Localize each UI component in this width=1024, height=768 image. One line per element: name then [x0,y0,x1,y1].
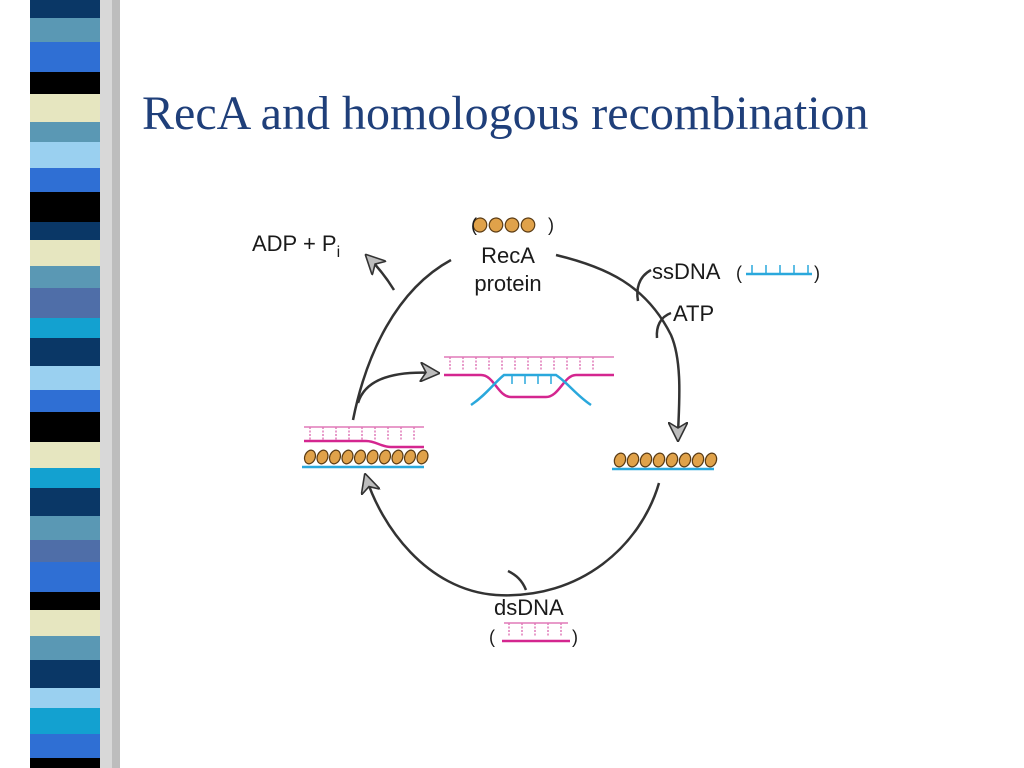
reca-monomer [488,217,504,233]
reca-monomer [378,449,392,465]
stripe-block [30,366,100,391]
stripe-block [30,168,100,193]
reca-paren-open: ( [471,215,477,235]
arc-filament-to-pairing [366,477,661,597]
reca-cycle-diagram: ADP + Pi ( ) RecA protein ssDNA ( ) ATP … [252,215,820,647]
slide-title: RecA and homologous recombination [142,87,869,140]
reca-monomer [391,449,404,465]
stripe-block [30,636,100,661]
stripe-block [30,734,100,759]
reca-protein-label-line2: protein [474,271,541,296]
atp-entry-arrow [655,311,672,339]
stripe-block [30,288,100,319]
stripe-block [30,72,100,95]
reca-monomers [472,217,536,233]
reca-monomer [691,452,705,468]
ssdna-paren-close: ) [814,263,820,283]
reca-monomer [639,452,653,468]
reca-monomer [403,449,417,465]
stripe-block [30,142,100,169]
stripe-block [30,468,100,489]
ssdna-legend-strand [746,265,812,276]
reca-ssdna-filament [612,452,718,471]
dsdna-paren-open: ( [489,627,495,647]
reca-monomer [678,452,692,468]
stripe-block [30,318,100,339]
reca-monomer [626,452,640,468]
stripe-block [30,660,100,689]
dsdna-paren-close: ) [572,627,578,647]
synaptic-complex [302,426,429,469]
stripe-block [30,222,100,241]
arc-reca-to-ssdna [555,253,679,438]
stripe-block [30,18,100,43]
arc-pairing-to-release [351,258,452,421]
arc-to-product [356,373,436,404]
strand-exchange-product [444,356,614,407]
reca-monomer [613,452,627,468]
ssdna-entry-arrow [636,268,652,302]
cycle-arrows [351,253,679,597]
stripe-block [30,42,100,73]
reca-monomer [665,452,679,468]
stripe-block [30,94,100,123]
stripe-block [30,442,100,469]
stripe-block [30,610,100,637]
stripe-block [30,240,100,267]
reca-monomer [704,452,718,468]
stripe-block [30,122,100,143]
decorative-stripe [30,0,120,768]
reca-paren-close: ) [548,215,554,235]
reca-monomer [652,452,666,468]
stripe-block [30,390,100,413]
stripe-block [30,708,100,735]
reca-monomer [520,217,536,233]
reca-monomer [353,449,367,465]
reca-monomer [472,217,488,233]
stripe-block [30,688,100,709]
reca-protein-label-line1: RecA [481,243,535,268]
ssdna-label: ssDNA [652,259,721,284]
stripe-block [30,758,100,768]
stripe-block [30,562,100,593]
dsdna-label: dsDNA [494,595,564,620]
stripe-block [30,412,100,443]
reca-monomer [416,449,429,465]
stripe-block [30,540,100,563]
atp-label: ATP [673,301,714,326]
adp-pi-label: ADP + Pi [252,231,340,261]
reca-monomer [316,449,329,465]
stripe-block [30,192,100,223]
stripe-block [30,592,100,611]
stripe-block [30,266,100,289]
stripe-block [30,516,100,541]
reca-monomer [504,217,520,233]
stripe-block [30,0,100,19]
dsdna-legend-strand [502,622,570,643]
stripe-block [30,488,100,517]
reca-monomer [366,449,379,465]
ssdna-paren-open: ( [736,263,742,283]
arc-release-branch [368,257,396,291]
reca-monomer [328,449,342,465]
dsdna-entry-arrow [507,569,528,591]
reca-monomer [341,449,354,465]
stripe-block [30,338,100,367]
reca-monomer [303,449,317,465]
